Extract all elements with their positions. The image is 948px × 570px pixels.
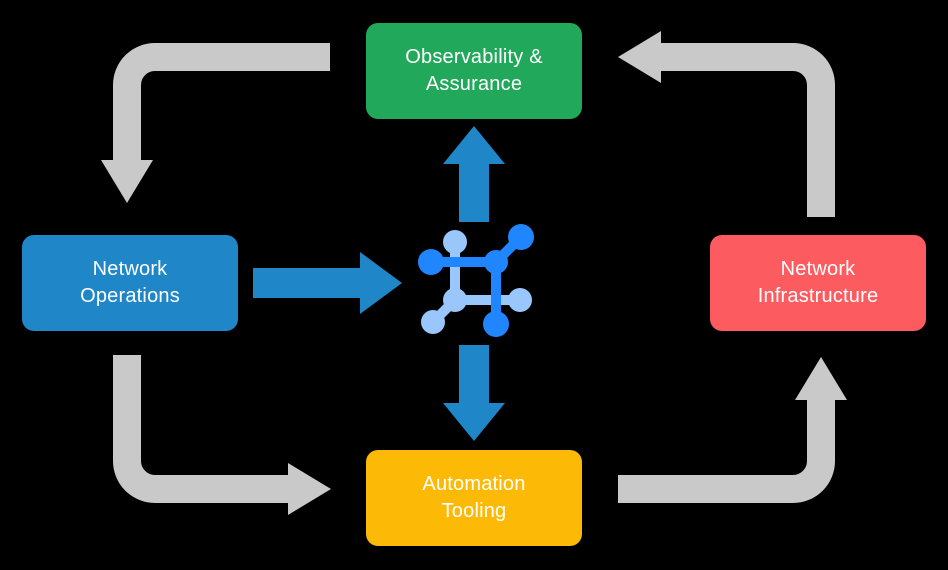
node-observability-assurance-label: Observability & Assurance [405, 46, 543, 95]
node-observability-assurance[interactable]: Observability & Assurance [366, 23, 582, 119]
network-topology-icon [418, 224, 534, 337]
node-automation-tooling[interactable]: Automation Tooling [366, 450, 582, 546]
arrow-center-to-observability [443, 126, 505, 222]
node-network-infrastructure-label: Network Infrastructure [757, 258, 879, 307]
arrow-automation-to-infrastructure [618, 357, 847, 503]
node-automation-tooling-label: Automation Tooling [422, 473, 526, 522]
arrow-operations-to-automation [113, 355, 331, 515]
arrow-center-to-automation [443, 345, 505, 441]
node-network-operations[interactable]: Network Operations [22, 235, 238, 331]
arrow-operations-to-center [253, 252, 402, 314]
arrow-infrastructure-to-observability [618, 31, 835, 217]
node-network-infrastructure[interactable]: Network Infrastructure [710, 235, 926, 331]
node-network-operations-label: Network Operations [80, 258, 180, 307]
arrow-observability-to-operations [101, 43, 330, 203]
